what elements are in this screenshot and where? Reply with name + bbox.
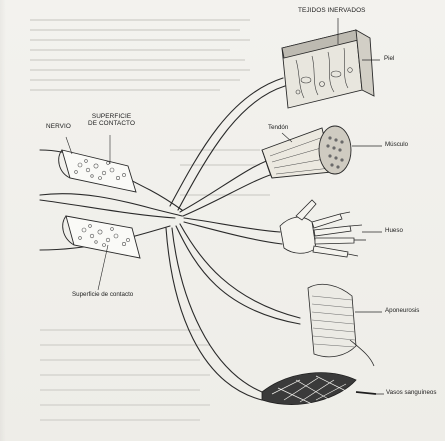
label-musculo: Músculo <box>385 142 408 149</box>
label-superficie-de-contacto-lower: Superficie de contacto <box>72 292 133 299</box>
nerve-section-upper <box>59 150 136 192</box>
nerve-section-lower <box>63 216 140 258</box>
background-text-ghost <box>30 20 270 420</box>
label-tendon: Tendón <box>268 125 288 132</box>
label-piel: Piel <box>384 56 394 63</box>
muscle-tissue <box>262 126 382 178</box>
label-nervio: NERVIO <box>46 124 71 131</box>
aponeurosis-tissue <box>308 284 382 366</box>
label-aponeurosis: Aponeurosis <box>385 308 419 315</box>
label-superficie-de-contacto-upper: SUPERFICIE DE CONTACTO <box>88 114 135 127</box>
label-vasos-sanguineos: Vasos sanguíneos <box>386 390 436 397</box>
bone-hand <box>280 200 382 257</box>
blood-vessels <box>262 373 384 405</box>
title-tejidos-inervados: TEJIDOS INERVADOS <box>298 8 366 15</box>
label-hueso: Hueso <box>385 228 403 235</box>
skin-tissue <box>282 18 380 108</box>
